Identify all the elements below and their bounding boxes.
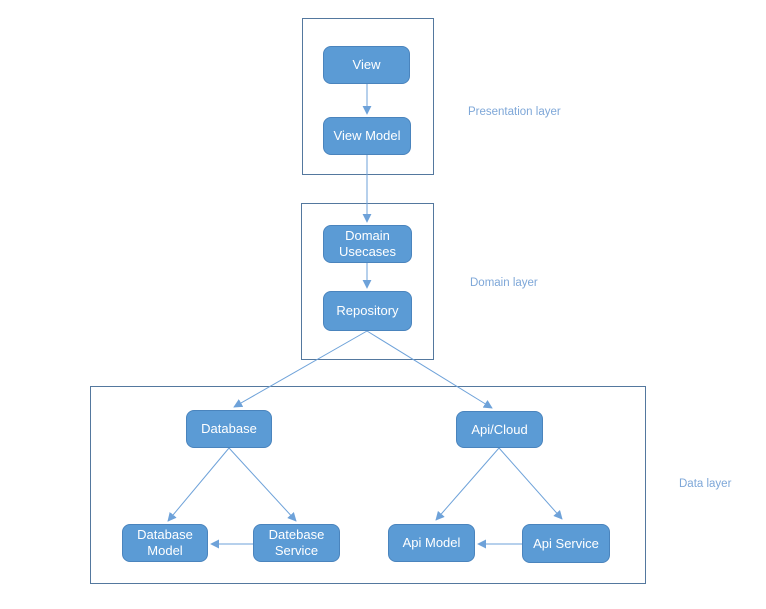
node-datebase-service-label: Datebase Service — [268, 527, 325, 558]
node-view-label: View — [352, 57, 381, 73]
node-api-cloud-label: Api/Cloud — [471, 421, 528, 437]
node-api-service[interactable]: Api Service — [522, 524, 610, 563]
node-database-model-label: Database Model — [137, 527, 193, 558]
node-api-service-label: Api Service — [533, 535, 599, 551]
node-repository[interactable]: Repository — [323, 291, 412, 331]
node-api-cloud[interactable]: Api/Cloud — [456, 411, 543, 448]
node-view-model[interactable]: View Model — [323, 117, 411, 155]
presentation-layer-label: Presentation layer — [468, 106, 561, 118]
node-datebase-service[interactable]: Datebase Service — [253, 524, 340, 562]
node-database-model[interactable]: Database Model — [122, 524, 208, 562]
node-database[interactable]: Database — [186, 410, 272, 448]
node-domain-usecases-label: Domain Usecases — [338, 228, 397, 259]
node-view[interactable]: View — [323, 46, 410, 84]
node-database-label: Database — [201, 421, 257, 437]
domain-layer-label: Domain layer — [470, 277, 538, 289]
data-layer-label: Data layer — [679, 478, 732, 490]
node-view-model-label: View Model — [333, 128, 401, 144]
node-repository-label: Repository — [336, 303, 399, 319]
presentation-layer-container[interactable] — [302, 18, 434, 175]
node-api-model-label: Api Model — [402, 535, 461, 551]
node-api-model[interactable]: Api Model — [388, 524, 475, 562]
node-domain-usecases[interactable]: Domain Usecases — [323, 225, 412, 263]
